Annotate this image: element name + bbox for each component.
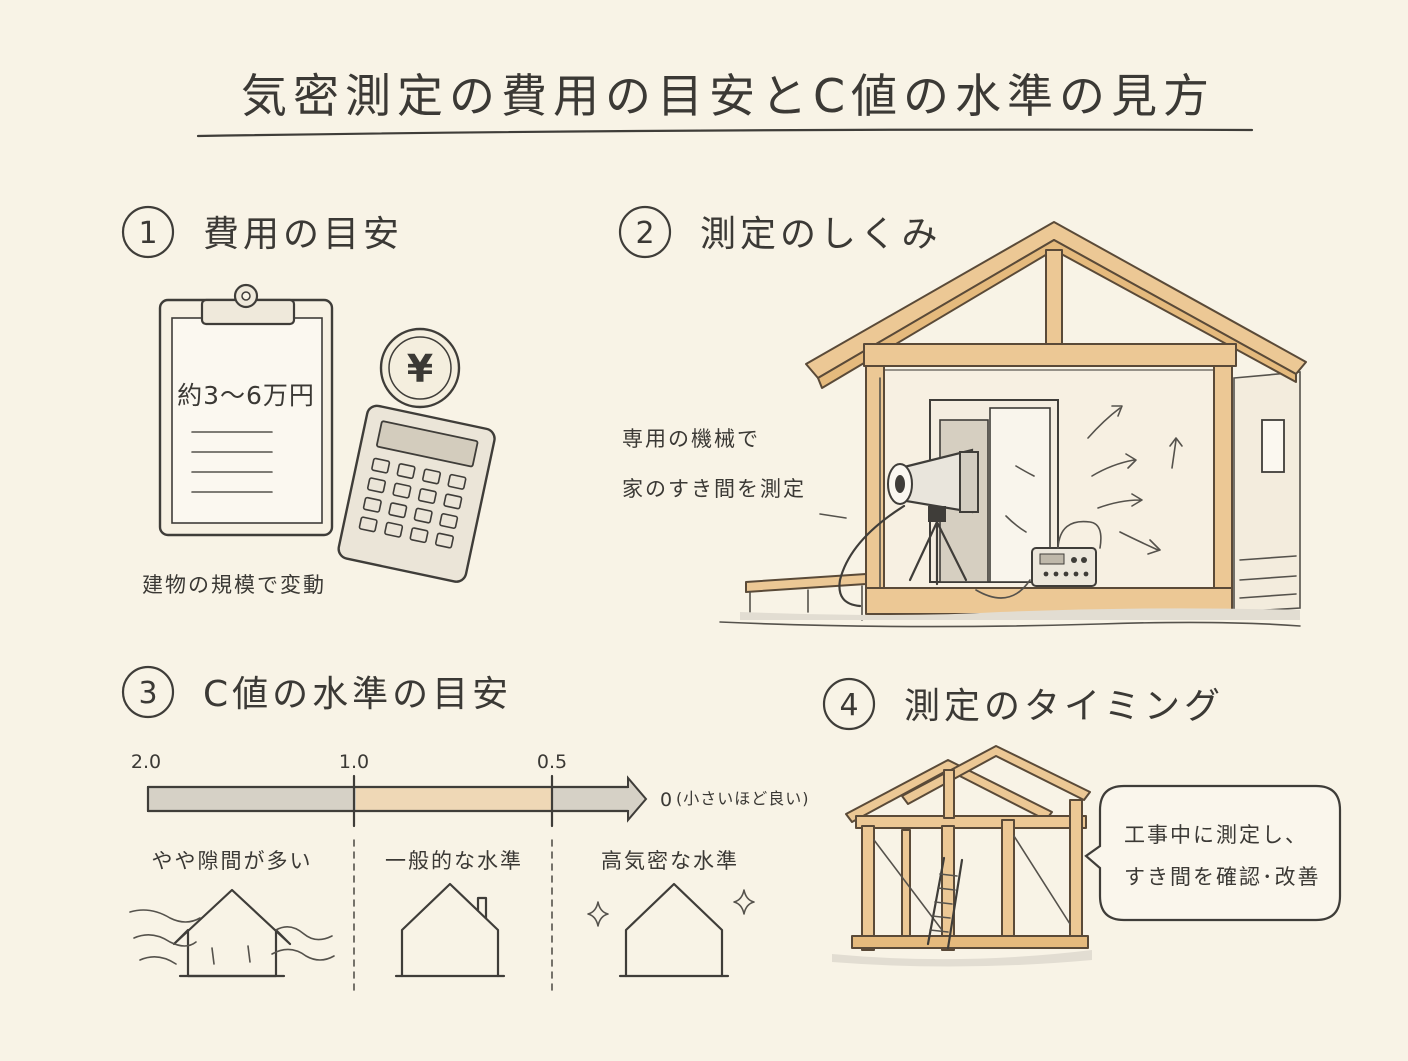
leaky-house-icon [129,888,335,978]
sparkle-icon [733,889,755,915]
airflow-arrows [1005,405,1183,555]
yen-coin-icon [379,327,461,409]
timing-bubble-line1: 工事中に測定し、 [1124,823,1308,847]
section-number: 2 [635,216,654,251]
house-cross-section [719,221,1307,628]
title-underline [196,128,1254,138]
scale-tick-label: 0.5 [537,751,567,773]
cost-note: 建物の規模で変動 [142,573,326,597]
scale-tick-label: 2.0 [131,751,161,773]
blower-door-fan-icon [838,448,1102,608]
section-heading: 測定のしくみ [700,214,941,255]
mechanism-note-line2: 家のすき間を測定 [622,477,806,501]
scale-tick-label: 1.0 [339,751,369,773]
level-label-leaky: やや隙間が多い [152,849,313,873]
section-number-circle [822,677,876,731]
section-number-circle [121,205,175,259]
sparkle-icon [587,901,609,927]
timber-frame-icon [832,745,1092,967]
level-label-airtight: 高気密な水準 [601,849,739,873]
standard-house-icon [394,882,506,978]
calculator-icon [337,404,496,583]
section-heading: C値の水準の目安 [203,674,512,715]
cvalue-scale-bar [146,774,648,991]
airtight-house-icon [618,882,730,978]
scale-end-label: 0 [660,789,672,811]
section-cost: 1 費用の目安 約3～6万円 ¥ [121,205,496,597]
scale-end-note: (小さいほど良い) [676,789,810,808]
section-number-circle [121,665,175,719]
section-heading: 測定のタイミング [904,686,1224,727]
timing-bubble-line2: すき間を確認･改善 [1124,865,1321,889]
section-number-circle [618,205,672,259]
clipboard-icon [158,283,334,537]
mechanism-note-line1: 専用の機械で [622,427,760,451]
cost-range: 約3～6万円 [177,381,315,410]
section-cvalue: 3 C値の水準の目安 2.0 1.0 0.5 0 (小さいほど良い) やや隙間が… [121,665,810,991]
level-label-standard: 一般的な水準 [385,849,523,873]
section-timing: 4 測定のタイミング 工事中に測定し、 す [822,677,1342,967]
mechanism-leader-line [819,513,847,519]
section-number: 4 [839,688,858,723]
section-heading: 費用の目安 [203,214,403,255]
yen-symbol: ¥ [407,347,433,391]
speech-bubble [1084,784,1342,922]
section-number: 1 [138,216,157,251]
page-title: 気密測定の費用の目安とC値の水準の見方 [241,69,1215,123]
section-mechanism: 2 測定のしくみ [618,205,1307,628]
section-number: 3 [138,676,157,711]
